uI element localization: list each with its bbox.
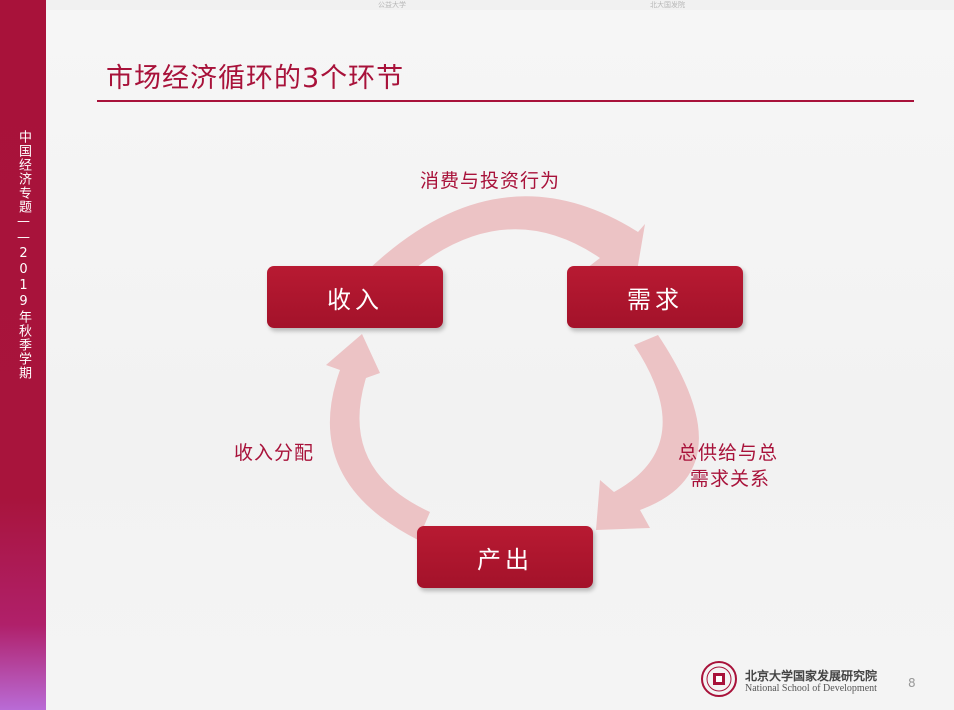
arrow-income-to-demand (368, 196, 645, 283)
institution-name-en: National School of Development (745, 683, 877, 694)
node-demand-label: 需求 (627, 285, 683, 314)
pku-logo-icon (701, 661, 737, 697)
node-income-label: 收入 (327, 285, 383, 314)
node-income: 收入 (267, 266, 443, 328)
page-number: 8 (908, 676, 916, 690)
faint-header-right: 北大国发院 (650, 1, 685, 9)
slide-title: 市场经济循环的3个环节 (106, 63, 405, 94)
label-supply-demand-line1: 总供给与总 (678, 442, 779, 464)
arrow-output-to-income (326, 334, 430, 540)
node-output-label: 产出 (477, 545, 533, 574)
institution-name-cn: 北京大学国家发展研究院 (745, 669, 878, 683)
top-strip (0, 0, 954, 10)
label-income-distribution: 收入分配 (234, 442, 315, 464)
course-sidebar: 中国经济专题——2019年秋季学期 (0, 0, 46, 710)
node-demand: 需求 (567, 266, 743, 328)
arrow-demand-to-output (596, 335, 699, 530)
label-consumption-investment: 消费与投资行为 (420, 170, 561, 192)
label-supply-demand-line2: 需求关系 (690, 468, 771, 490)
node-output: 产出 (417, 526, 593, 588)
faint-header-left: 公益大学 (378, 1, 406, 9)
course-title: 中国经济专题——2019年秋季学期 (16, 130, 31, 380)
title-divider (97, 100, 914, 102)
